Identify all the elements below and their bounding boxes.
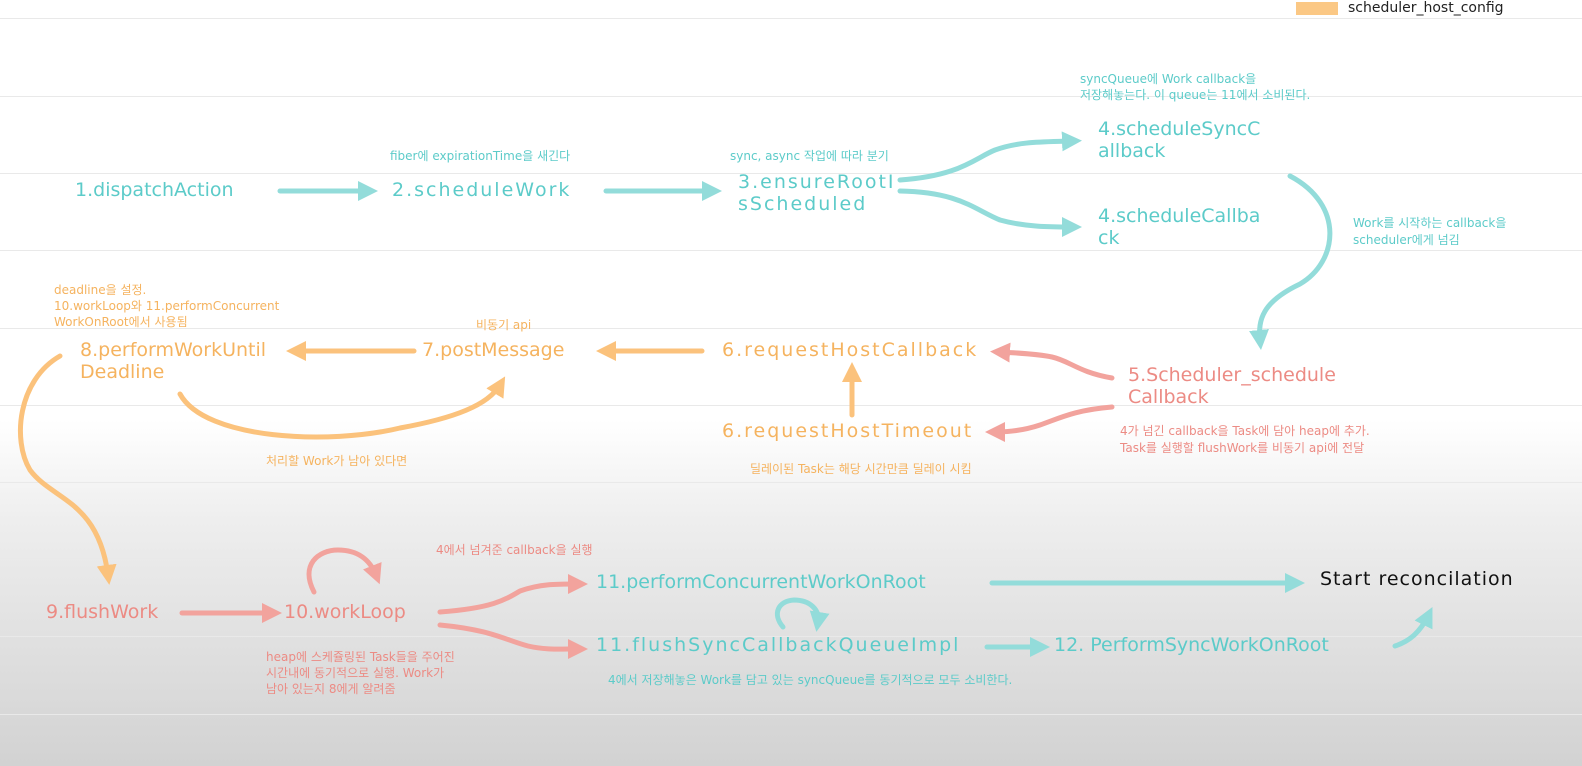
note-fiber-expiration: fiber에 expirationTime을 새긴다 — [390, 149, 571, 163]
node-schedule-callback-line2: ck — [1098, 227, 1120, 249]
arrow-10-to-11a — [437, 574, 588, 615]
note-task-heap-line2: Task를 실행할 flushWork를 비동기 api에 전달 — [1120, 441, 1365, 455]
arrow-3-to-4b — [897, 188, 1082, 237]
node-start-reconcilation: Start reconcilation — [1320, 568, 1514, 590]
arrow-self-11 — [774, 597, 830, 632]
arrow-8-to-9 — [17, 353, 117, 585]
arrow-10-to-11b — [437, 622, 588, 660]
node-post-message: 7.postMessage — [422, 339, 565, 361]
guide-line — [0, 714, 1582, 715]
guide-line — [0, 558, 1582, 559]
note-async-api: 비동기 api — [476, 318, 532, 332]
node-request-host-timeout: 6.requestHostTimeout — [722, 420, 974, 442]
note-heap-tasks-line2: 시간내에 동기적으로 실행. Work가 — [266, 666, 445, 680]
arrow-5-to-6a — [990, 342, 1115, 381]
note-syncqueue-line2: 저장해놓는다. 이 queue는 11에서 소비된다. — [1080, 88, 1311, 102]
note-delayed-task: 딜레이된 Task는 해당 시간만큼 딜레이 시킴 — [750, 462, 972, 476]
node-perform-work-until-deadline-line1: 8.performWorkUntil — [80, 339, 267, 361]
note-heap-tasks-line1: heap에 스케쥴링된 Task들을 주어진 — [266, 650, 455, 664]
arrow-8-to-7-loop — [177, 376, 506, 440]
node-schedule-sync-callback-line2: allback — [1098, 140, 1166, 162]
guide-line — [0, 250, 1582, 251]
guide-line — [0, 173, 1582, 174]
arrow-3-to-4a — [897, 131, 1082, 183]
guide-line — [0, 636, 1582, 637]
node-schedule-callback-line1: 4.scheduleCallba — [1098, 205, 1261, 227]
note-deadline-line1: deadline을 설정. — [54, 283, 147, 297]
node-scheduler-schedule-callback-line1: 5.Scheduler_schedule — [1128, 364, 1336, 386]
note-consume-syncqueue: 4에서 저장해놓은 Work를 담고 있는 syncQueue를 동기적으로 모… — [608, 673, 1013, 687]
legend-label: scheduler_host_config — [1348, 0, 1504, 16]
note-work-start-line1: Work를 시작하는 callback을 — [1353, 216, 1507, 230]
note-sync-async-branch: sync, async 작업에 따라 분기 — [730, 149, 889, 163]
note-run-callback: 4에서 넘겨준 callback을 실행 — [436, 543, 593, 557]
node-request-host-callback: 6.requestHostCallback — [722, 339, 979, 361]
note-task-heap-line1: 4가 넘긴 callback을 Task에 담아 heap에 추가. — [1120, 424, 1370, 438]
note-deadline-line2: 10.workLoop와 11.performConcurrent — [54, 299, 280, 313]
guide-line — [0, 96, 1582, 97]
node-ensure-root-scheduled-line2: sScheduled — [738, 193, 868, 215]
node-scheduler-schedule-callback-line2: Callback — [1128, 386, 1209, 408]
guide-line — [0, 18, 1582, 19]
node-flush-work: 9.flushWork — [46, 601, 159, 623]
arrow-4-to-5 — [1249, 173, 1333, 350]
note-syncqueue-line1: syncQueue에 Work callback을 — [1080, 72, 1257, 86]
node-perform-concurrent-work-on-root: 11.performConcurrentWorkOnRoot — [596, 571, 926, 593]
guide-line — [0, 405, 1582, 406]
arrow-5-to-6b — [985, 404, 1115, 442]
arrow-12-to-start — [1392, 607, 1433, 649]
node-perform-work-until-deadline-line2: Deadline — [80, 361, 165, 383]
node-work-loop: 10.workLoop — [284, 601, 406, 623]
note-remaining-work: 처리할 Work가 남아 있다면 — [266, 454, 408, 468]
note-deadline-line3: WorkOnRoot에서 사용됨 — [54, 315, 188, 329]
guide-line — [0, 328, 1582, 329]
legend-swatch — [1296, 2, 1338, 15]
guide-line — [0, 482, 1582, 483]
note-work-start-line2: scheduler에게 넘김 — [1353, 233, 1460, 247]
note-heap-tasks-line3: 남아 있는지 8에게 알려줌 — [266, 682, 396, 696]
node-dispatch-action: 1.dispatchAction — [75, 179, 234, 201]
node-ensure-root-scheduled-line1: 3.ensureRootI — [738, 171, 896, 193]
node-schedule-work: 2.scheduleWork — [392, 179, 572, 201]
arrow-self-10 — [306, 547, 382, 595]
node-schedule-sync-callback-line1: 4.scheduleSyncC — [1098, 118, 1261, 140]
node-flush-sync-callback-queue-impl: 11.flushSyncCallbackQueueImpl — [596, 634, 961, 656]
node-perform-sync-work-on-root: 12. PerformSyncWorkOnRoot — [1054, 634, 1329, 656]
